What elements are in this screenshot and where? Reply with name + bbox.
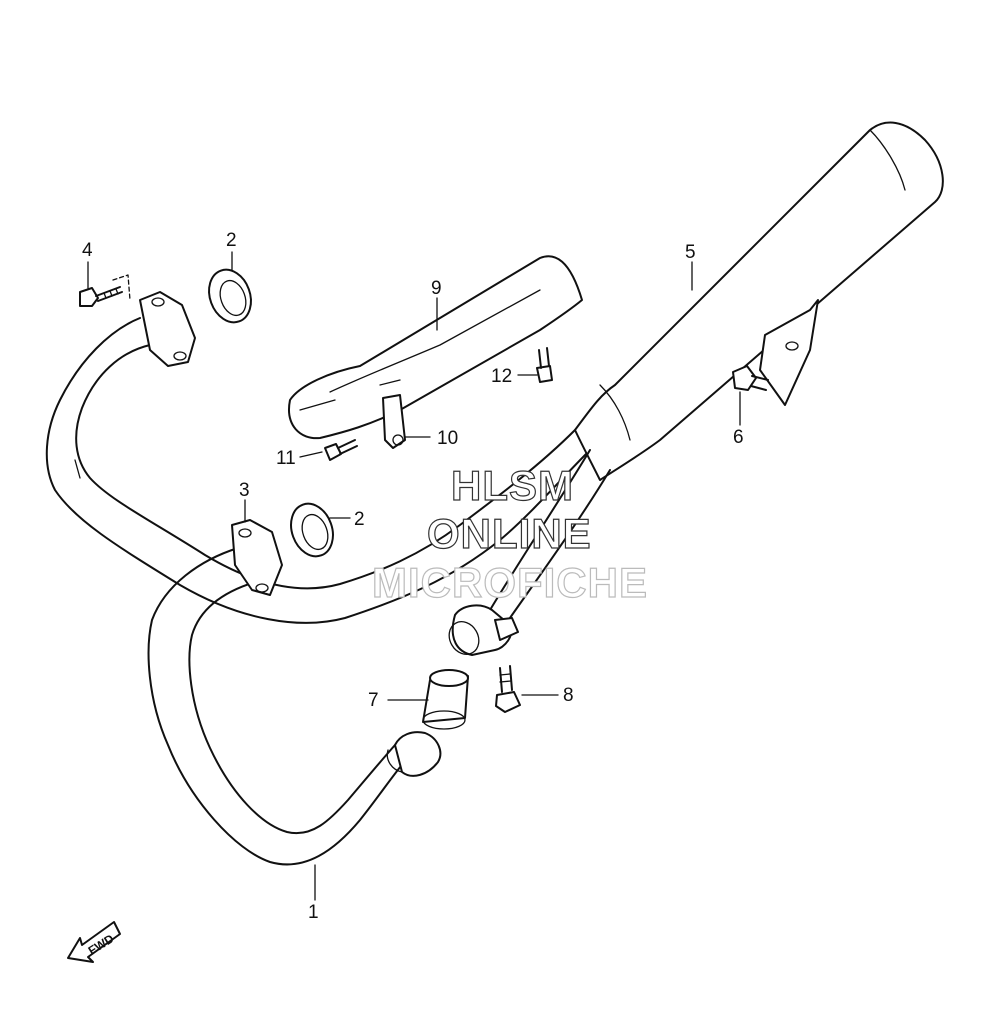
heat-shield[interactable] [288,255,583,440]
callout-11[interactable]: 11 [276,448,296,469]
shield-screw-rear[interactable] [536,347,553,383]
callout-8[interactable]: 8 [563,685,574,706]
clamp-bolt[interactable] [495,665,521,713]
watermark: HLSM ONLINE MICROFICHE [371,461,648,606]
watermark-line2: ONLINE [427,510,592,557]
callout-7[interactable]: 7 [368,690,379,711]
watermark-line3: MICROFICHE [372,559,648,606]
flange-bolt[interactable] [79,286,123,307]
gasket-upper[interactable] [202,264,258,328]
callout-12[interactable]: 12 [491,366,512,387]
callout-2-lower[interactable]: 2 [354,509,365,530]
pipe-flange-rear[interactable] [139,291,196,367]
exhaust-pipe-rear[interactable] [45,317,591,624]
pipe-clamp[interactable] [443,604,519,659]
callout-3[interactable]: 3 [239,480,250,501]
pipe-flange-front[interactable] [231,519,283,596]
callout-2-upper[interactable]: 2 [226,230,237,251]
shield-screw-front[interactable] [324,439,358,461]
callout-5[interactable]: 5 [685,242,696,263]
callout-10[interactable]: 10 [437,428,458,449]
callout-labels: 1 2 2 3 4 5 6 7 8 9 10 11 12 [82,230,744,923]
exhaust-pipe-front[interactable] [147,547,442,866]
callout-4[interactable]: 4 [82,240,93,261]
callout-9[interactable]: 9 [431,278,442,299]
connector-sleeve[interactable] [422,669,469,730]
leader-lines [87,251,741,901]
shield-clamp-band[interactable] [382,394,406,449]
callout-6[interactable]: 6 [733,427,744,448]
muffler-bolt[interactable] [732,365,769,391]
forward-direction-arrow: FWD [67,921,121,963]
callout-1[interactable]: 1 [308,902,319,923]
muffler[interactable] [489,121,944,626]
gasket-lower[interactable] [284,498,340,562]
watermark-line1: HLSM [451,462,574,509]
